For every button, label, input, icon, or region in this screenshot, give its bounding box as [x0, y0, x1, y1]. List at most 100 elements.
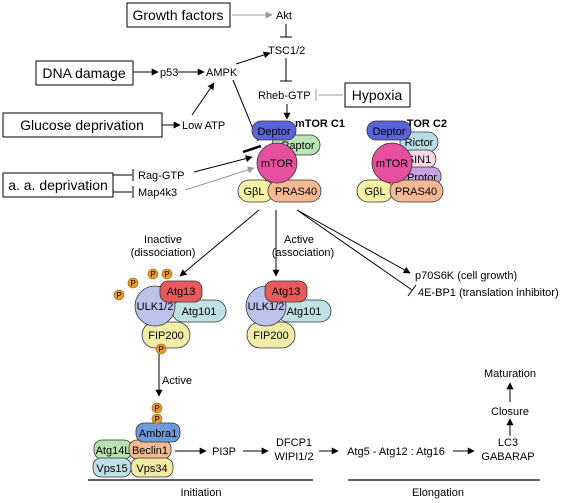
arrow-rag-mtorc1 [193, 155, 253, 173]
active-atg13-label: Atg13 [272, 286, 301, 298]
mtorc1-complex: mTOR C1 Raptor Deptor GβL PRAS40 mTOR [237, 118, 345, 203]
vps34-node [130, 457, 174, 478]
atg-conjugation-label: Atg5 - Atg12 : Atg16 [347, 446, 445, 458]
glucose-deprivation-label: Glucose deprivation [20, 117, 144, 133]
deptor-label: Deptor [257, 126, 290, 138]
active-ulk-label: ULK1/2 [248, 301, 285, 313]
phospho-site [161, 268, 173, 280]
stimulus-labels: Growth factors DNA damage Glucose depriv… [8, 7, 402, 193]
stage-labels: Initiation Elongation [181, 487, 464, 499]
atg14l-label: Atg14L [96, 445, 131, 457]
phospho-label: P [158, 345, 163, 354]
mtorc2-complex: mTOR C2 Rictor Deptor SIN1 Protor GβL PR… [356, 118, 447, 203]
phospho-sites-inactive: P P P P P [113, 268, 173, 355]
phospho-site [151, 413, 163, 425]
active-fip200-label: FIP200 [253, 330, 288, 342]
atg13-node [159, 280, 203, 303]
aa-deprivation-box [2, 172, 114, 198]
active-atg101-label: Atg101 [287, 306, 322, 318]
pi3k-complex: Atg14L Beclin1 Vps15 Vps34 Ambra1 [92, 422, 181, 478]
beclin1-label: Beclin1 [132, 445, 168, 457]
phospho-site [147, 268, 159, 280]
p70s6k-label: p70S6K (cell growth) [415, 270, 517, 282]
c2-pras40-node [389, 179, 444, 203]
p53-label: p53 [160, 67, 178, 79]
initiation-label: Initiation [181, 487, 222, 499]
4ebp1-label: 4E-BP1 (translation inhibitor) [418, 287, 559, 299]
arrow-mtor-p70s6k [296, 209, 411, 274]
c2-mtor-node [371, 142, 413, 184]
wipi-label: WIPI1/2 [274, 451, 313, 463]
phospho-label: P [154, 415, 159, 424]
dna-damage-box [35, 60, 134, 86]
sin1-label: SIN1 [407, 154, 431, 166]
gbl-label: GβL [243, 186, 264, 198]
association-label: (association) [272, 247, 334, 259]
mtor-label: mTOR [261, 158, 293, 170]
dna-damage-label: DNA damage [42, 65, 125, 81]
target-labels: p70S6K (cell growth) 4E-BP1 (translation… [415, 270, 559, 299]
arrow-map4k3-mtorc1 [184, 166, 255, 191]
pathway-labels: PI3P DFCP1 WIPI1/2 Atg5 - Atg12 : Atg16 … [212, 368, 536, 463]
pras40-label: PRAS40 [275, 186, 317, 198]
hypoxia-label: Hypoxia [352, 87, 403, 103]
hypoxia-box [344, 82, 411, 108]
dfcp1-label: DFCP1 [276, 437, 312, 449]
vps15-label: Vps15 [96, 463, 127, 475]
akt-label: Akt [276, 10, 292, 22]
active-label: Active [284, 234, 314, 246]
gabarap-label: GABARAP [481, 451, 534, 463]
phospho-site [127, 277, 139, 289]
phospho-site [113, 289, 125, 301]
growth-factors-label: Growth factors [132, 7, 223, 23]
signal-labels: Akt TSC1/2 p53 AMPK Low ATP Rheb-GTP Rag… [138, 10, 311, 199]
rag-gtp-label: Rag-GTP [138, 170, 184, 182]
inactive-label: Inactive [144, 234, 182, 246]
growth-factors-box [126, 2, 231, 28]
pras40-node [267, 179, 322, 203]
closure-label: Closure [491, 406, 529, 418]
phospho-label: P [164, 270, 169, 279]
inhibit-ampk-mtorc1-bar [242, 144, 262, 154]
rheb-label: Rheb-GTP [258, 90, 311, 102]
ulk-label: ULK1/2 [137, 301, 174, 313]
pi3p-label: PI3P [212, 446, 236, 458]
phospho-sites-pi3k: P P [151, 402, 163, 425]
map4k3-label: Map4k3 [138, 187, 177, 199]
ambra1-label: Ambra1 [139, 428, 178, 440]
inhibit-mtor-4ebp1-bar [407, 284, 417, 297]
mtorc1-title: mTOR C1 [295, 118, 345, 130]
inhibit-mtor-4ebp1 [296, 209, 413, 291]
c2-deptor-node [366, 120, 412, 141]
fip200-label: FIP200 [148, 330, 183, 342]
active-atg13-node [264, 280, 308, 303]
maturation-label: Maturation [484, 368, 536, 380]
c2-gbl-label: GβL [364, 186, 385, 198]
phospho-label: P [150, 270, 155, 279]
dissociation-label: (dissociation) [131, 247, 196, 259]
arrow-ampk-tsc [235, 51, 271, 65]
aa-deprivation-label: a. a. deprivation [8, 177, 108, 193]
lc3-label: LC3 [498, 437, 518, 449]
c2-mtor-label: mTOR [376, 158, 408, 170]
phospho-label: P [116, 291, 121, 300]
ampk-label: AMPK [206, 67, 238, 79]
arrow-lowatp-ampk [191, 82, 215, 116]
vps34-label: Vps34 [136, 463, 167, 475]
phospho-site [155, 343, 167, 355]
phospho-label: P [154, 404, 159, 413]
arrow-mtor-ulk-inactive [179, 209, 260, 277]
rictor-label: Rictor [405, 137, 434, 149]
c2-deptor-label: Deptor [372, 126, 405, 138]
deptor-node [251, 120, 297, 141]
ulk-complex-active: FIP200 Atg101 ULK1/2 Atg13 [245, 280, 332, 349]
atg101-label: Atg101 [182, 306, 217, 318]
ulk-complex-inactive: FIP200 Atg101 ULK1/2 Atg13 [134, 280, 227, 349]
atg13-label: Atg13 [167, 286, 196, 298]
glucose-deprivation-box [2, 112, 163, 138]
tsc-label: TSC1/2 [268, 45, 305, 57]
mtor-node [256, 142, 298, 184]
phospho-label: P [130, 279, 135, 288]
c2-pras40-label: PRAS40 [395, 186, 437, 198]
